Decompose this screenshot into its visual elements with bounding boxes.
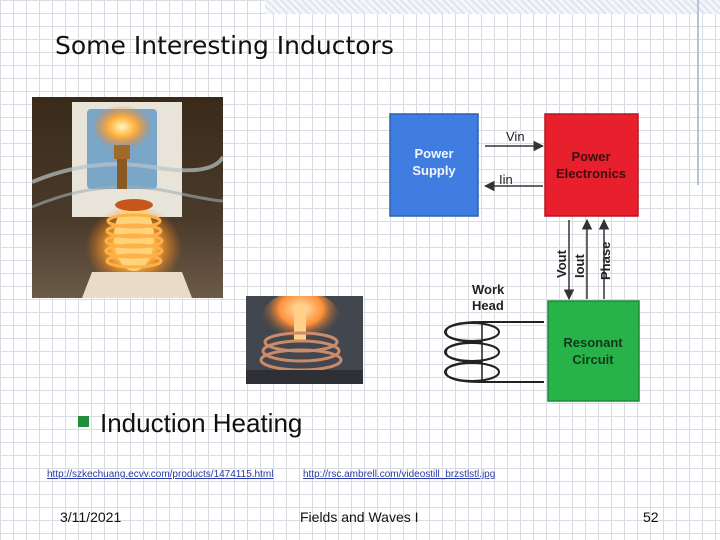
power-electronics-label-1: Power bbox=[571, 149, 610, 164]
bullet-induction-heating: Induction Heating bbox=[100, 408, 303, 438]
power-supply-label-2: Supply bbox=[412, 163, 456, 178]
power-electronics-label-2: Electronics bbox=[556, 166, 626, 181]
work-head-coil-icon bbox=[444, 321, 544, 383]
coil-closeup-photo bbox=[246, 296, 363, 384]
resonant-circuit-label-2: Circuit bbox=[572, 352, 614, 367]
work-head-label-2: Head bbox=[472, 298, 504, 313]
power-supply-box bbox=[389, 113, 479, 217]
footer-page-number: 52 bbox=[643, 509, 659, 525]
iin-label: Iin bbox=[499, 172, 513, 187]
vout-label: Vout bbox=[554, 249, 569, 278]
source-link-2[interactable]: http://rsc.ambrell.com/videostill_brzstl… bbox=[303, 469, 496, 480]
source-link-1[interactable]: http://szkechuang.ecvv.com/products/1474… bbox=[47, 469, 274, 480]
induction-heating-photo bbox=[32, 97, 223, 298]
footer-date: 3/11/2021 bbox=[60, 509, 122, 525]
side-decoration-line bbox=[697, 0, 699, 185]
corner-decoration bbox=[265, 0, 720, 14]
slide-title: Some Interesting Inductors bbox=[55, 31, 394, 60]
footer-course: Fields and Waves I bbox=[300, 509, 419, 525]
vin-label: Vin bbox=[506, 129, 525, 144]
resonant-circuit-box bbox=[547, 300, 640, 402]
resonant-circuit-block: Resonant Circuit bbox=[547, 300, 640, 402]
power-supply-label-1: Power bbox=[414, 146, 453, 161]
power-electronics-box bbox=[544, 113, 639, 217]
resonant-circuit-label-1: Resonant bbox=[563, 335, 623, 350]
phase-label: Phase bbox=[598, 242, 613, 280]
power-electronics-block: Power Electronics bbox=[544, 113, 639, 217]
induction-block-diagram: Power Supply Power Electronics Resonant … bbox=[389, 113, 640, 402]
bullet-marker-icon bbox=[78, 416, 89, 427]
work-head-label-1: Work bbox=[472, 282, 505, 297]
iout-label: Iout bbox=[572, 254, 587, 278]
power-supply-block: Power Supply bbox=[389, 113, 479, 217]
